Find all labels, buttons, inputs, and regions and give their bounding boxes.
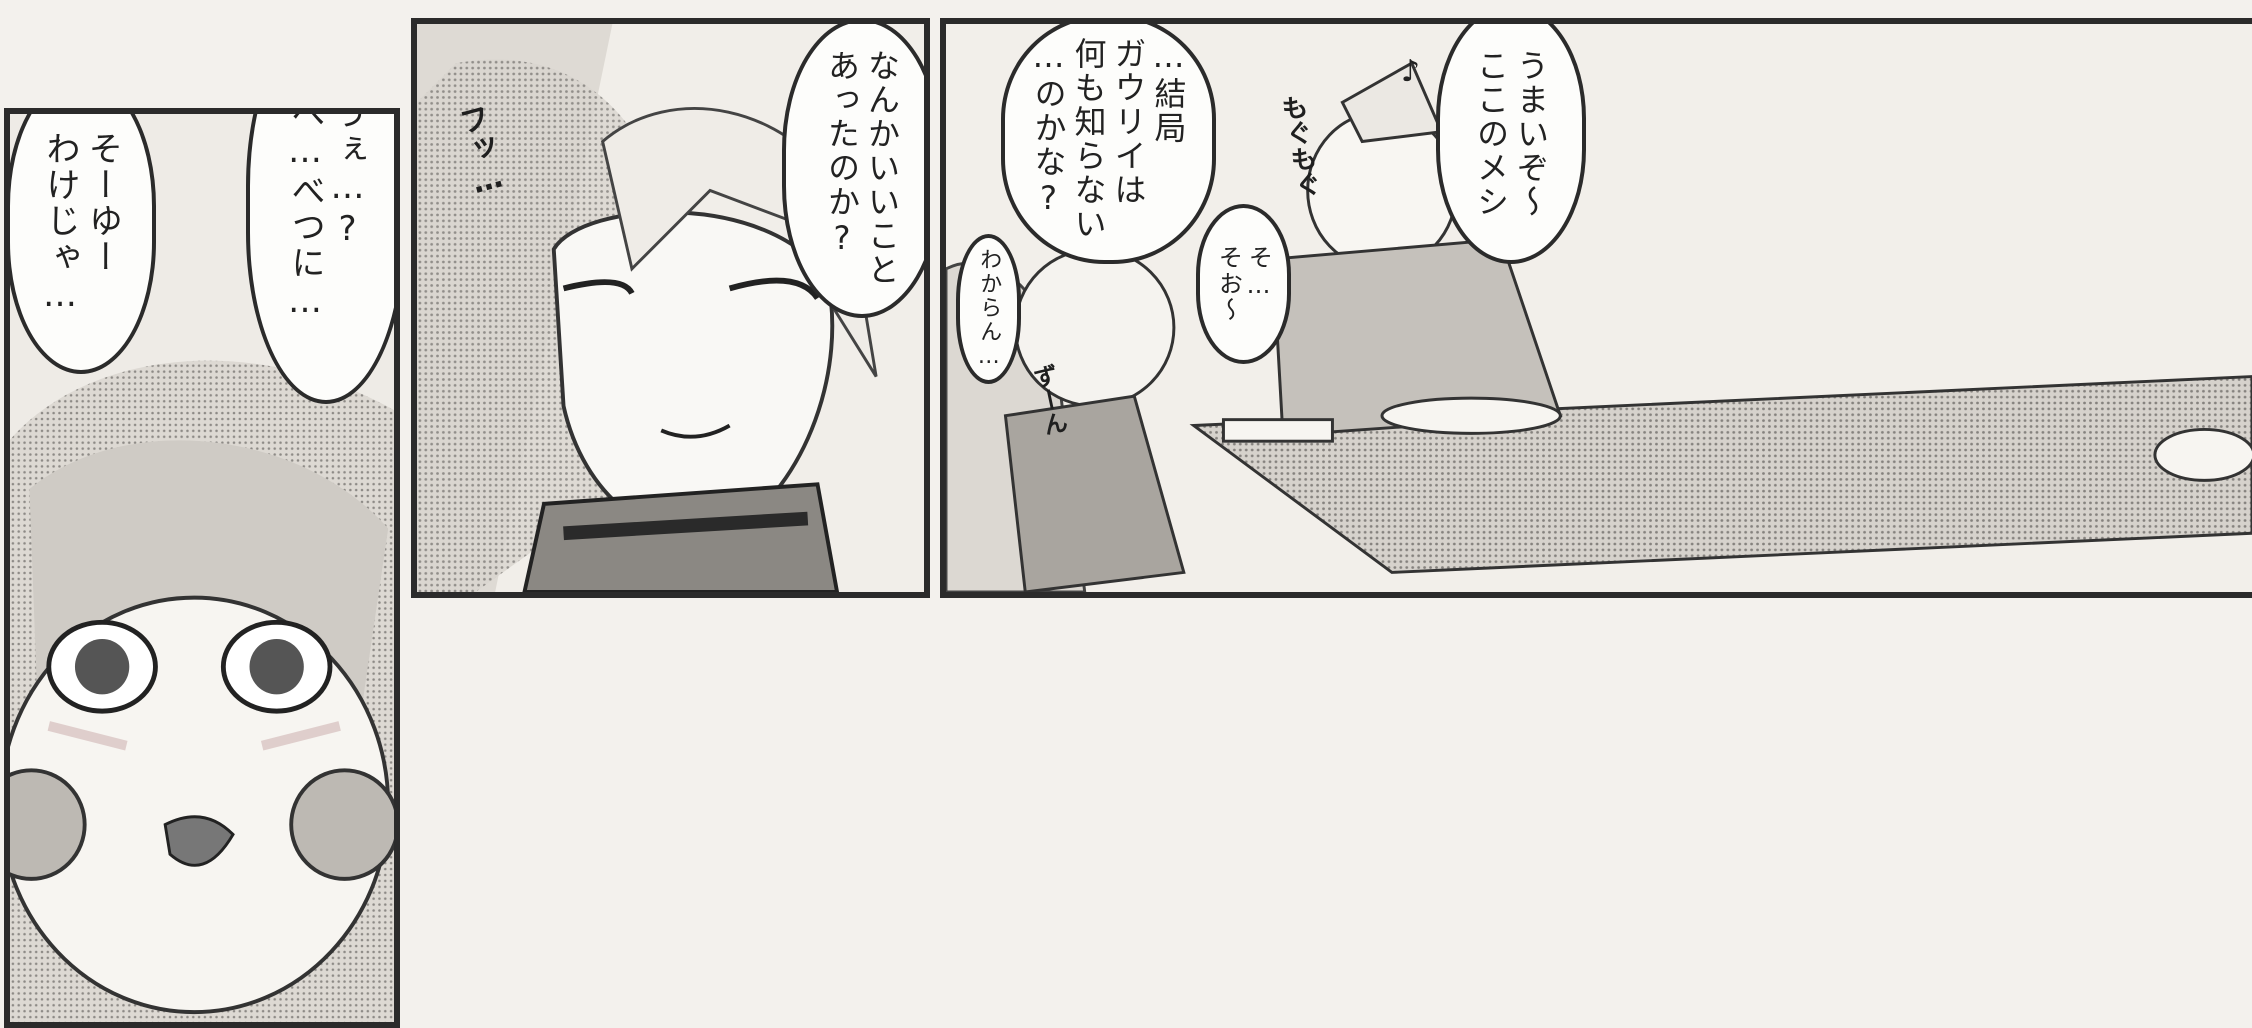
thought-text-right: …結局 ガウリイは 何も知らない …のかな?	[1029, 37, 1188, 241]
speech-bubble-right-small-1: そ… そお〜	[1196, 204, 1291, 364]
panel-right-art	[946, 24, 2252, 592]
speech-bubble-left-1: うぇ…? べ…べつに…	[246, 108, 394, 404]
speech-bubble-right-eating: うまいぞ〜 ここのメシ	[1436, 24, 1586, 264]
music-note: ♪	[1401, 54, 1421, 89]
speech-bubble-left-2: そーゆー わけじゃ…	[10, 114, 156, 374]
thought-bubble-right: …結局 ガウリイは 何も知らない …のかな?	[1001, 24, 1216, 264]
speech-text-right-eating: うまいぞ〜 ここのメシ	[1472, 49, 1550, 219]
speech-text-left-2: そーゆー わけじゃ…	[40, 131, 123, 317]
speech-bubble-middle: なんかいいこと あったのか?	[782, 24, 924, 318]
speech-text-middle: なんかいいこと あったのか?	[823, 49, 901, 287]
panel-middle: なんかいいこと あったのか? フッ…	[411, 18, 930, 598]
panel-left: うぇ…? べ…べつに… そーゆー わけじゃ…	[4, 108, 400, 1028]
panel-right: うまいぞ〜 ここのメシ ♪ …結局 ガウリイは 何も知らない …のかな? そ… …	[940, 18, 2252, 598]
speech-text-right-small-2: わからん…	[976, 247, 1002, 371]
speech-bubble-right-small-2: わからん…	[956, 234, 1021, 384]
speech-text-left-1: うぇ…? べ…べつに…	[285, 108, 368, 323]
speech-text-right-small-1: そ… そお〜	[1214, 245, 1273, 323]
